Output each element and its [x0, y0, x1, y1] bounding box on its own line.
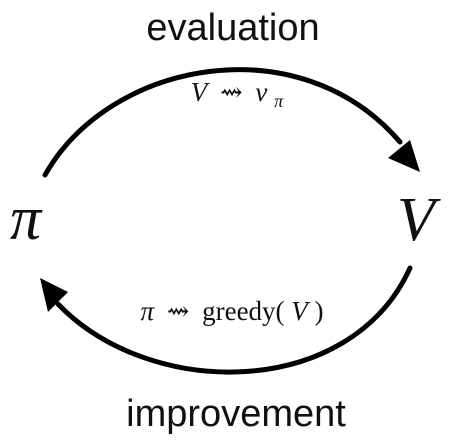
evaluation-formula-subscript: π [274, 91, 284, 111]
improvement-label: improvement [126, 393, 346, 435]
evaluation-formula: V ⇝ v π [191, 77, 284, 111]
value-node: V [397, 186, 441, 254]
policy-node: π [10, 185, 43, 253]
improvement-formula-lhs: π [140, 296, 155, 326]
improvement-formula-arrow: ⇝ [167, 296, 190, 326]
improvement-formula-close: ) [315, 296, 324, 326]
evaluation-formula-arrow: ⇝ [220, 77, 243, 107]
evaluation-formula-rhs: v [255, 77, 267, 107]
evaluation-arc [42, 67, 403, 178]
improvement-formula: π ⇝ greedy( V ) [140, 296, 323, 326]
improvement-arrow-head [40, 278, 68, 312]
improvement-formula-arg: V [291, 296, 311, 326]
evaluation-label: evaluation [146, 7, 319, 49]
improvement-arc [55, 265, 413, 375]
evaluation-arrow-head [388, 140, 420, 172]
evaluation-formula-lhs: V [191, 77, 211, 107]
improvement-formula-func: greedy( [202, 296, 284, 326]
